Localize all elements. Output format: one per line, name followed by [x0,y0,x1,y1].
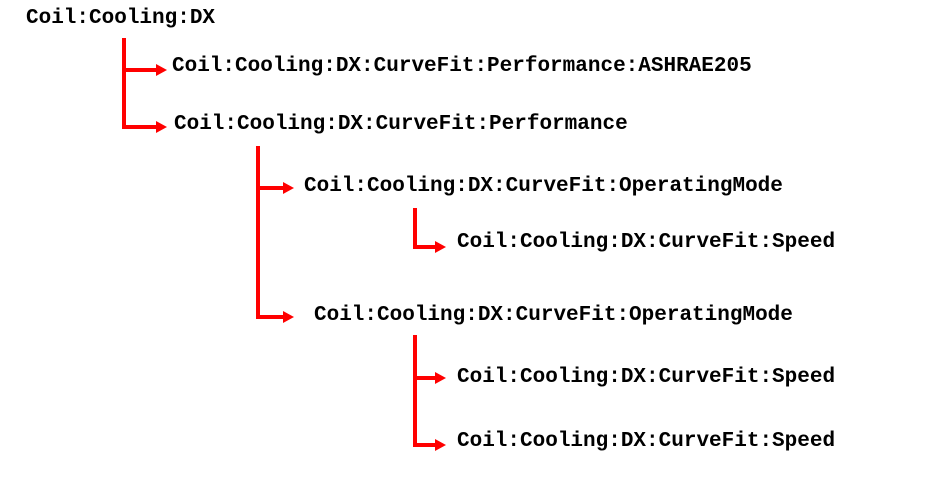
tree-node-performance-ashrae205: Coil:Cooling:DX:CurveFit:Performance:ASH… [172,55,752,78]
arrowhead-icon [435,241,446,253]
tree-node-operating-mode-2: Coil:Cooling:DX:CurveFit:OperatingMode [314,304,793,327]
tree-node-coil-cooling-dx: Coil:Cooling:DX [26,7,216,30]
tree-node-speed-1: Coil:Cooling:DX:CurveFit:Speed [457,231,836,254]
connector-performance-to-opmode2-line [256,315,283,319]
arrowhead-icon [283,182,294,194]
tree-node-speed-3: Coil:Cooling:DX:CurveFit:Speed [457,430,836,453]
connector-opmode2-to-speed2-line [413,376,435,380]
connector-opmode2-vertical-line [413,335,417,447]
connector-opmode2-to-speed3-line [413,443,435,447]
connector-root-vertical-line [122,38,126,129]
arrowhead-icon [435,439,446,451]
arrowhead-icon [156,64,167,76]
connector-performance-vertical-line [256,146,260,319]
connector-opmode1-to-speed1-line [413,245,435,249]
tree-node-operating-mode-1: Coil:Cooling:DX:CurveFit:OperatingMode [304,175,783,198]
connector-opmode1-vertical-line [413,208,417,249]
arrowhead-icon [435,372,446,384]
connector-root-to-ashrae205-line [122,68,156,72]
tree-node-speed-2: Coil:Cooling:DX:CurveFit:Speed [457,366,836,389]
arrowhead-icon [156,121,167,133]
arrowhead-icon [283,311,294,323]
connector-root-to-performance-line [122,125,156,129]
tree-node-performance: Coil:Cooling:DX:CurveFit:Performance [174,113,628,136]
connector-performance-to-opmode1-line [256,186,283,190]
